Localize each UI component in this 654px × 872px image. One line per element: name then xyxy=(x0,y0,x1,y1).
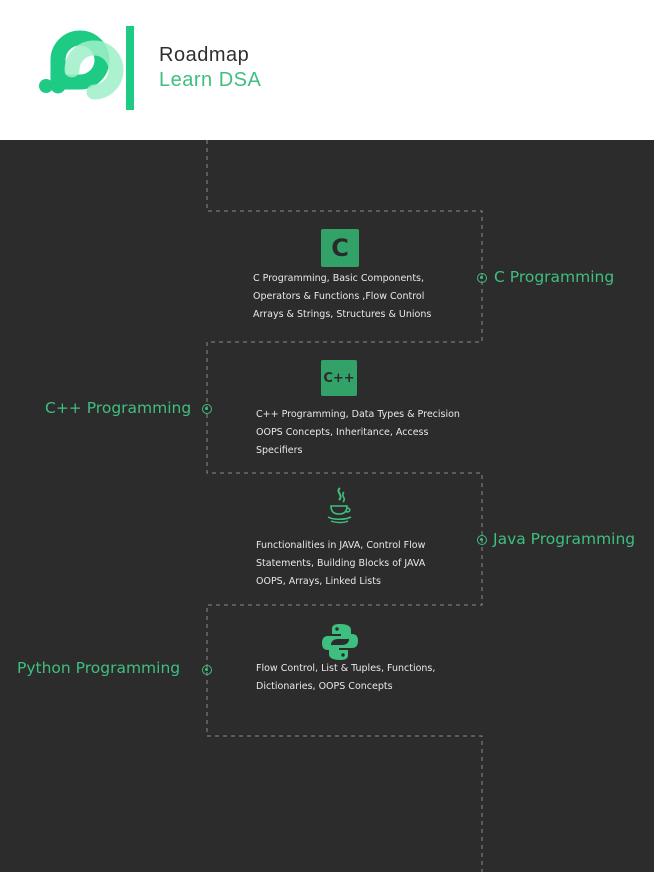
c-milestone-dot xyxy=(477,273,487,283)
java-description-line: OOPS, Arrays, Linked Lists xyxy=(256,576,381,587)
cpp-description-line: Specifiers xyxy=(256,445,303,456)
c-description-line: Arrays & Strings, Structures & Unions xyxy=(253,309,432,320)
cpp-language-icon: C++ xyxy=(321,360,357,396)
java-description-line: Functionalities in JAVA, Control Flow xyxy=(256,540,426,551)
python-description-line: Flow Control, List & Tuples, Functions, xyxy=(256,663,436,674)
brand-title: Roadmap Learn DSA xyxy=(159,44,261,92)
brand-line-learn-dsa: Learn DSA xyxy=(159,69,262,91)
java-milestone-dot xyxy=(477,535,487,545)
cpp-milestone-dot xyxy=(202,404,212,414)
python-description: Flow Control, List & Tuples, Functions, … xyxy=(256,660,435,696)
java-coffee-cup-icon xyxy=(327,487,352,524)
cpp-description: C++ Programming, Data Types & Precision … xyxy=(256,406,460,460)
python-programming-label[interactable]: Python Programming xyxy=(17,659,181,677)
brand-line-roadmap: Roadmap xyxy=(159,44,250,66)
python-logo-icon xyxy=(322,624,358,660)
cpp-programming-label[interactable]: C++ Programming xyxy=(45,399,192,417)
header: Roadmap Learn DSA xyxy=(0,0,654,140)
cpp-description-line: OOPS Concepts, Inheritance, Access xyxy=(256,427,429,438)
python-description-line: Dictionaries, OOPS Concepts xyxy=(256,681,393,692)
java-programming-label[interactable]: Java Programming xyxy=(493,530,636,548)
java-description: Functionalities in JAVA, Control Flow St… xyxy=(256,537,425,591)
cpp-description-line: C++ Programming, Data Types & Precision xyxy=(256,409,460,420)
c-description-line: Operators & Functions ,Flow Control xyxy=(253,291,425,302)
python-milestone-dot xyxy=(202,665,212,675)
c-language-icon: C xyxy=(321,229,359,267)
c-description-line: C Programming, Basic Components, xyxy=(253,273,425,284)
java-description-line: Statements, Building Blocks of JAVA xyxy=(256,558,426,569)
c-programming-label[interactable]: C Programming xyxy=(494,268,615,286)
c-description: C Programming, Basic Components, Operato… xyxy=(253,270,431,324)
gfg-logo-icon xyxy=(39,26,134,110)
